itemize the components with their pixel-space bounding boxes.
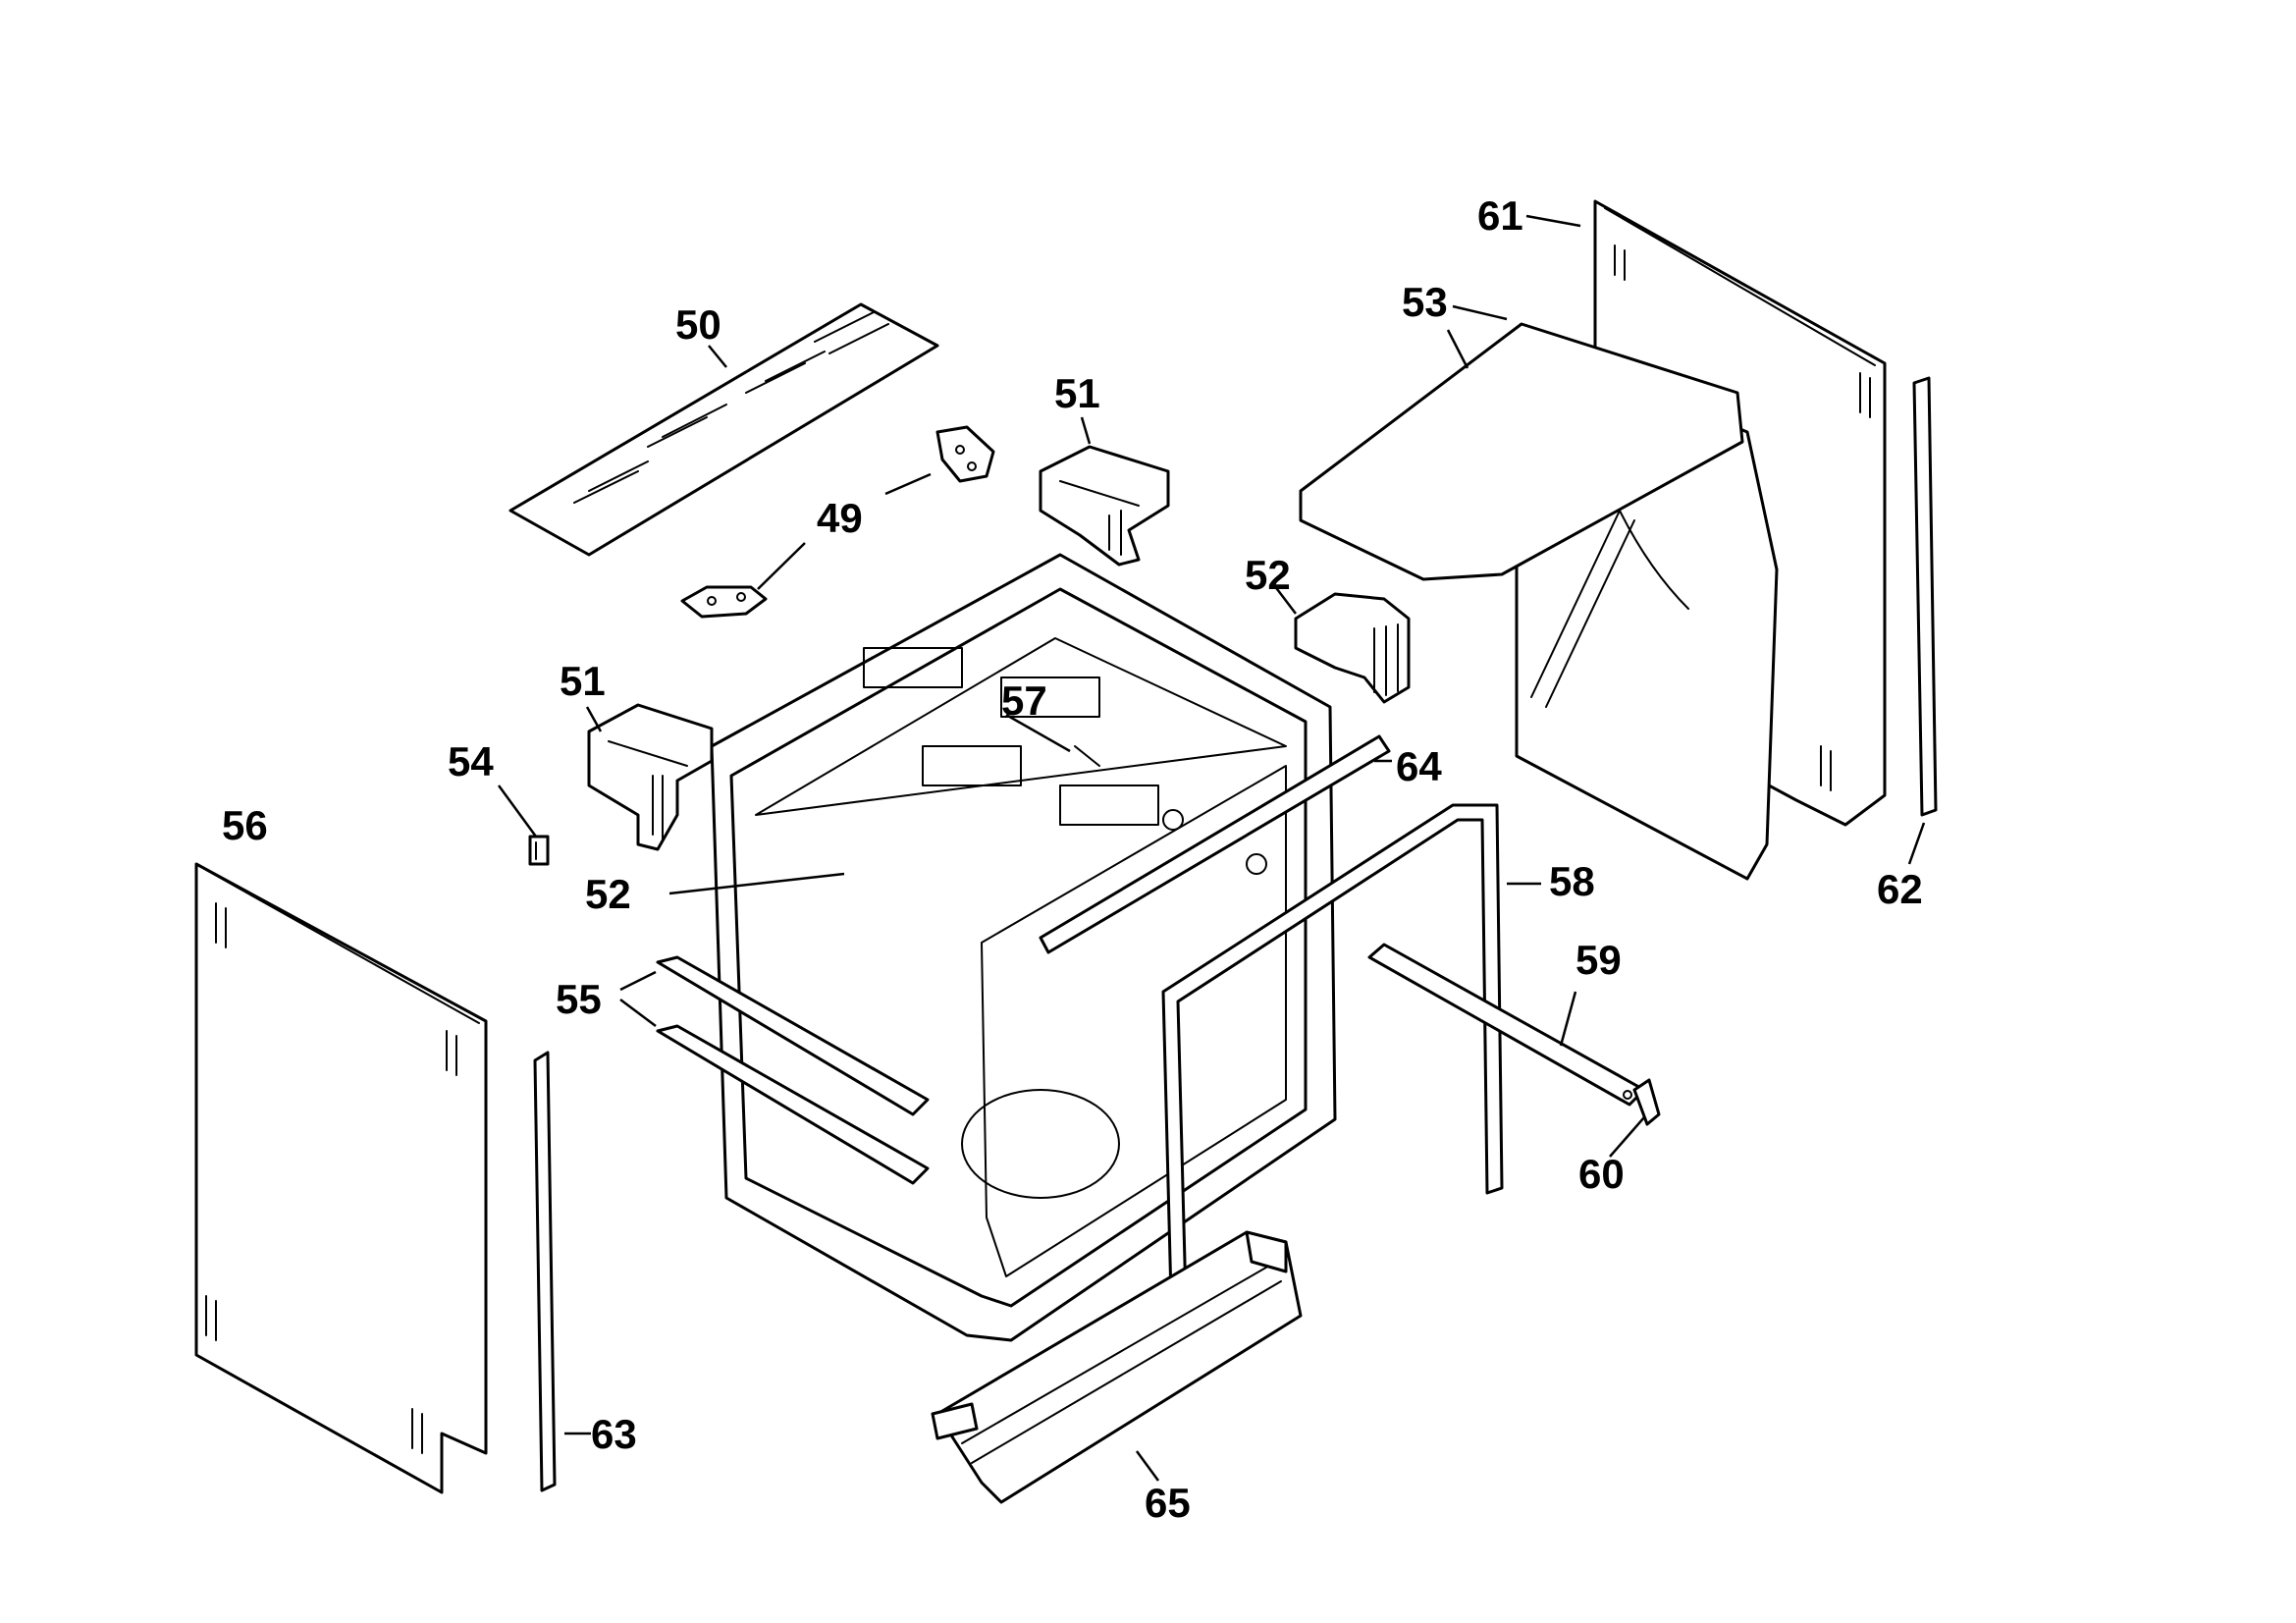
- callout-52-lower: 52: [585, 871, 631, 917]
- part-60-end-cap: [1632, 1078, 1661, 1126]
- part-53-insulation: [1299, 322, 1779, 881]
- callout-49: 49: [817, 495, 863, 541]
- part-65-kick-plate: [931, 1230, 1303, 1504]
- part-49-bracket-upper: [935, 425, 995, 483]
- callout-50: 50: [675, 301, 721, 348]
- callout-61: 61: [1477, 192, 1523, 239]
- callout-56: 56: [222, 802, 268, 848]
- callout-62: 62: [1877, 866, 1923, 912]
- callout-57: 57: [1001, 677, 1047, 724]
- part-58-door-seal: [1161, 803, 1504, 1377]
- part-64-upper-rail: [1039, 734, 1391, 954]
- part-51-bracket-lower: [587, 703, 714, 851]
- part-49-bracket-lower: [680, 585, 768, 619]
- callout-51-upper: 51: [1054, 370, 1100, 416]
- part-54-clip: [528, 835, 550, 866]
- callout-65: 65: [1145, 1480, 1191, 1526]
- part-51-bracket-upper: [1039, 445, 1170, 567]
- part-56-left-side-panel: [194, 862, 488, 1494]
- callout-63: 63: [591, 1411, 637, 1457]
- callout-64: 64: [1396, 743, 1442, 789]
- callout-55: 55: [556, 976, 602, 1022]
- callout-labels: 50 49 51 51 61 53 52 52 57 54 56 64 58 5…: [222, 192, 1923, 1526]
- part-63-left-trim: [533, 1051, 557, 1492]
- part-62-right-trim: [1912, 376, 1938, 817]
- callout-60: 60: [1578, 1151, 1625, 1197]
- part-52-bracket-right: [1294, 592, 1411, 704]
- callout-58: 58: [1549, 858, 1595, 904]
- callout-52-upper: 52: [1245, 552, 1291, 598]
- callout-53: 53: [1402, 279, 1448, 325]
- part-55-rail-lower: [656, 1024, 930, 1185]
- callout-51-lower: 51: [560, 658, 606, 704]
- part-55-rail-upper: [656, 955, 930, 1116]
- part-50-top-sheet: [508, 302, 939, 557]
- callout-59: 59: [1575, 937, 1622, 983]
- leader-lines: [497, 214, 1926, 1482]
- callout-54: 54: [448, 738, 494, 784]
